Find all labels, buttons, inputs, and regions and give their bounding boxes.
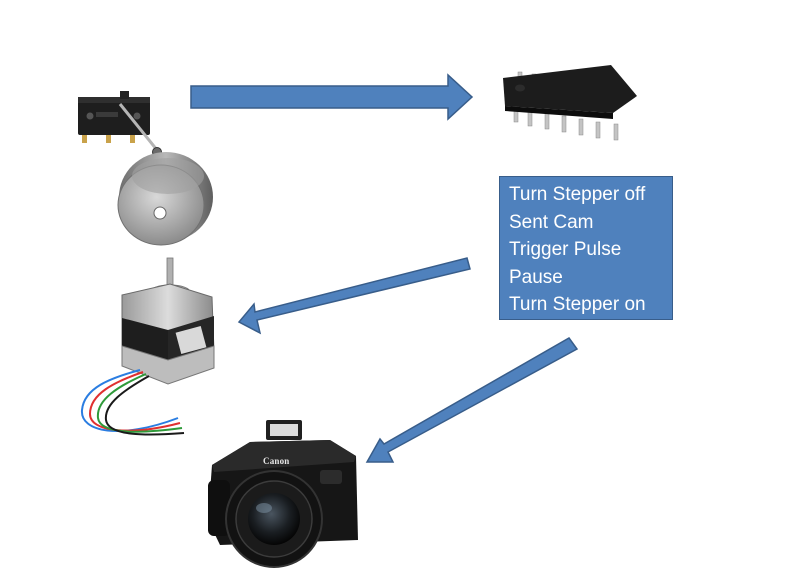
camera-brand-label: Canon [263,456,290,466]
ic-chip-icon [503,65,637,141]
slotted-disc-icon [117,152,213,246]
step-trigger-pulse: Trigger Pulse [509,239,622,260]
step-turn-stepper-off: Turn Stepper off [509,184,646,205]
step-sent-cam: Sent Cam [509,211,594,233]
arrow-switch-to-ic [190,73,474,121]
camera-icon [208,420,358,568]
motor-wires-icon [80,369,185,436]
arrow-box-to-camera [365,337,579,463]
microswitch-icon [78,91,162,157]
stepper-motor-icon [121,257,215,385]
process-steps-box: Turn Stepper off Sent Cam Trigger Pulse … [499,176,673,320]
step-pause: Pause [509,266,563,288]
step-turn-stepper-on: Turn Stepper on [509,294,646,315]
arrow-box-to-motor [237,257,471,335]
